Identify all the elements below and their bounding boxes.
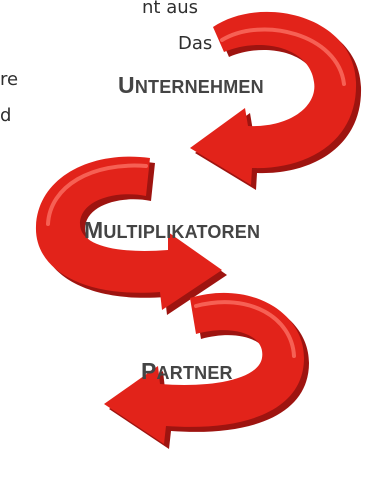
stage-label-multiplikatoren-initial: M: [84, 217, 104, 243]
text-fragment-4: d: [0, 105, 12, 126]
text-fragment-1: nt aus: [142, 0, 199, 18]
stage-label-multiplikatoren-rest: ULTIPLIKATOREN: [103, 222, 261, 242]
arrow-multiplikatoren: [35, 156, 227, 315]
text-fragment-2: Das: [178, 33, 213, 54]
text-fragment-3: re: [0, 69, 19, 90]
arrow-unternehmen-highlight: [220, 27, 346, 86]
stage-label-partner-initial: P: [141, 358, 157, 384]
stage-label-unternehmen-initial: U: [118, 72, 135, 98]
stage-label-unternehmen: UNTERNEHMEN: [118, 74, 264, 97]
arrow-partner-body: [104, 292, 304, 444]
stage-label-partner: PARTNER: [141, 360, 233, 383]
stage-label-unternehmen-rest: NTERNEHMEN: [134, 77, 264, 97]
arrow-multiplikatoren-highlight: [46, 163, 148, 226]
arrow-unternehmen: [190, 11, 362, 190]
arrow-unternehmen-body: [190, 11, 357, 185]
stage-label-multiplikatoren: MULTIPLIKATOREN: [84, 219, 260, 242]
arrow-partner-highlight: [194, 300, 296, 358]
arrow-partner: [104, 292, 309, 449]
stage-label-partner-rest: ARTNER: [156, 363, 233, 383]
arrow-multiplikatoren-body: [35, 156, 222, 310]
